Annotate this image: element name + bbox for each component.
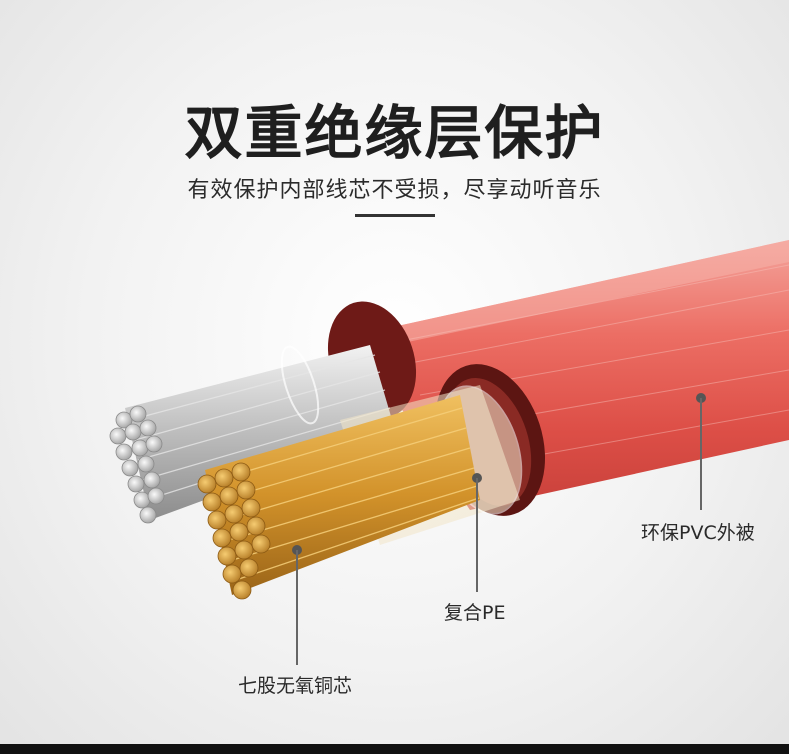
callout-copper-leader bbox=[292, 545, 302, 665]
bottom-edge-bar bbox=[0, 744, 789, 754]
callout-jacket-label: 环保PVC外被 bbox=[641, 522, 755, 544]
callout-pe-label: 复合PE bbox=[444, 602, 506, 624]
copper-conductor bbox=[197, 395, 480, 600]
callout-jacket-leader bbox=[696, 393, 706, 510]
callout-copper-label: 七股无氧铜芯 bbox=[238, 675, 353, 697]
page-subtitle: 有效保护内部线芯不受损，尽享动听音乐 bbox=[187, 178, 602, 203]
page-title: 双重绝缘层保护 bbox=[184, 99, 605, 167]
title-divider bbox=[355, 214, 435, 217]
callout-pe-leader bbox=[472, 473, 482, 592]
